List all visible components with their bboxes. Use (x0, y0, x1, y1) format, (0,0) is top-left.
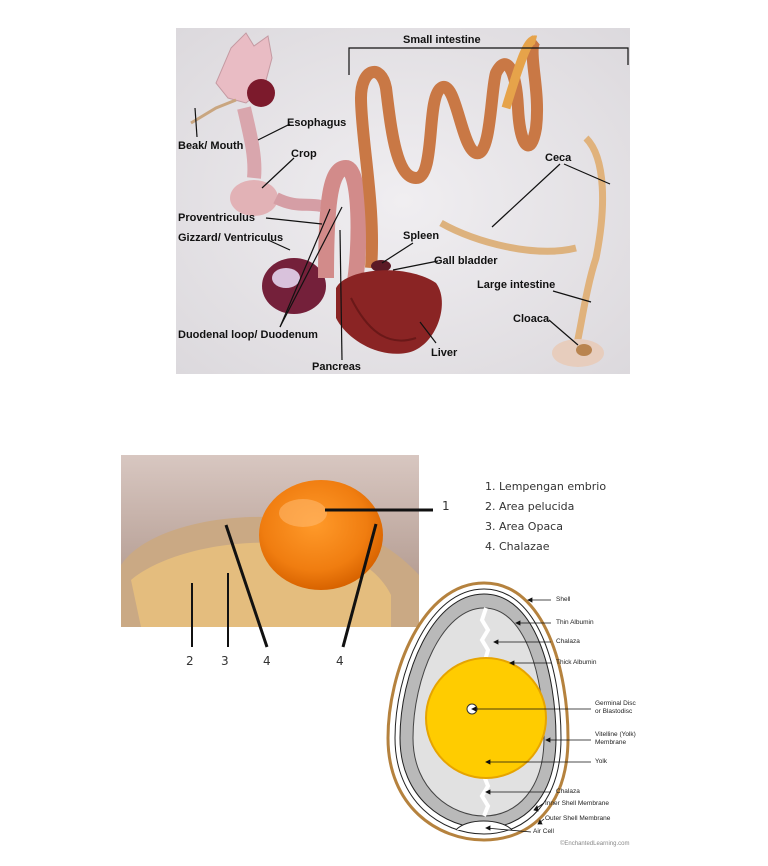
egg-label-inner-shell: Inner Shell Membrane (545, 800, 609, 807)
label-cloaca: Cloaca (513, 313, 550, 325)
digestive-organs-illustration (176, 28, 630, 374)
egg-photo-number-3: 3 (221, 654, 229, 668)
egg-label-germinal-disc: Germinal Disc or Blastodisc (595, 700, 636, 715)
egg-yolk (425, 657, 547, 779)
label-duodenal-loop: Duodenal loop/ Duodenum (178, 329, 318, 341)
egg-label-outer-shell: Outer Shell Membrane (545, 815, 611, 822)
egg-photo-number-4b: 4 (336, 654, 344, 668)
label-gall-bladder: Gall bladder (434, 255, 498, 267)
egg-label-chalaza-top: Chalaza (556, 638, 580, 645)
egg-label-vitelline: Vitelline (Yolk) Membrane (595, 731, 636, 746)
legend-item-1: 1. Lempengan embrio (485, 480, 607, 493)
egg-photo-pointers (191, 508, 433, 648)
egg-label-chalaza-bottom: Chalaza (556, 788, 580, 795)
egg-embryo-photo (121, 455, 419, 627)
egg-anatomy-diagram (386, 581, 591, 842)
label-esophagus: Esophagus (287, 117, 347, 129)
label-beak-mouth: Beak/ Mouth (178, 140, 244, 152)
label-spleen: Spleen (403, 230, 440, 242)
egg-photo-number-1: 1 (442, 499, 450, 513)
egg-photo-number-4a: 4 (263, 654, 271, 668)
label-liver: Liver (431, 347, 458, 359)
label-crop: Crop (291, 148, 317, 160)
label-ceca: Ceca (545, 152, 572, 164)
egg-label-yolk: Yolk (595, 758, 608, 765)
egg-label-thick-albumin: Thick Albumin (556, 659, 597, 666)
egg-embryo-illustration (121, 455, 419, 627)
label-pancreas: Pancreas (312, 361, 361, 373)
label-gizzard: Gizzard/ Ventriculus (178, 232, 284, 244)
egg-photo-number-2: 2 (186, 654, 194, 668)
legend-item-3: 3. Area Opaca (485, 520, 563, 533)
legend-item-2: 2. Area pelucida (485, 500, 575, 513)
egg-label-air-cell: Air Cell (533, 828, 554, 835)
egg-label-shell: Shell (556, 596, 571, 603)
label-small-intestine: Small intestine (403, 34, 481, 46)
egg-label-thin-albumin: Thin Albumin (556, 619, 594, 626)
digestive-system-photo (176, 28, 630, 374)
egg-diagram-credit: ©EnchantedLearning.com (560, 841, 630, 847)
legend-item-4: 4. Chalazae (485, 540, 550, 553)
digestive-leader-lines (194, 47, 629, 361)
label-large-intestine: Large intestine (477, 279, 556, 291)
label-proventriculus: Proventriculus (178, 212, 256, 224)
